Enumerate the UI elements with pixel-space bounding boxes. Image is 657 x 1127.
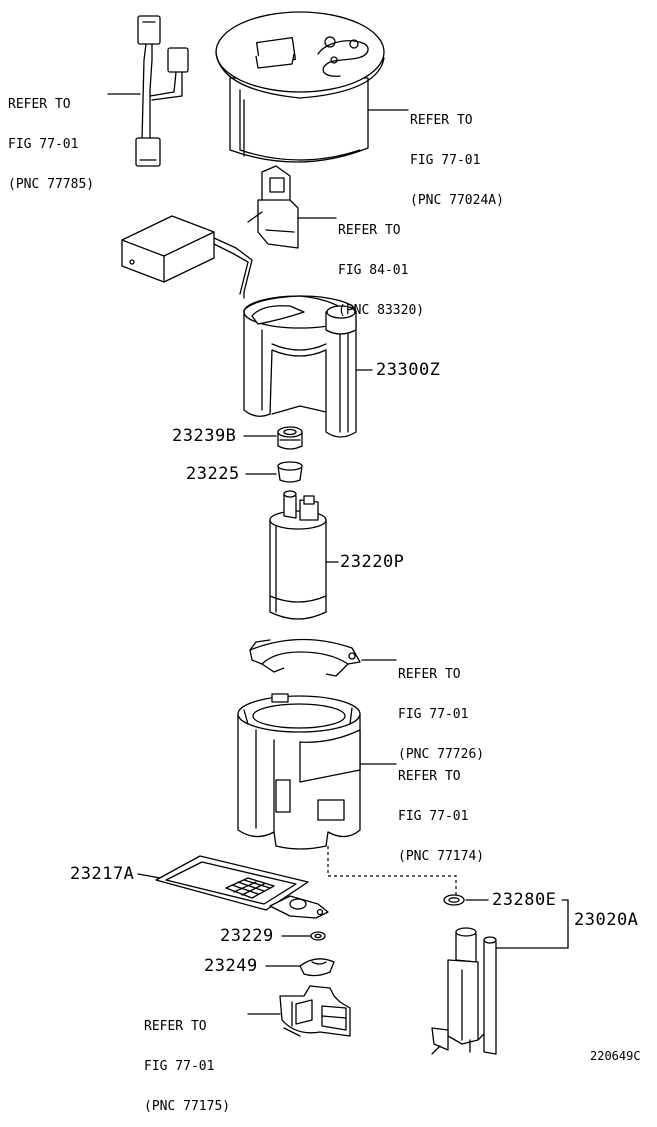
part-number-23300z: 23300Z [376, 360, 441, 380]
refer-line: (PNC 77726) [398, 747, 485, 762]
grommet-part [244, 427, 302, 449]
refer-note-retainer: REFER TO FIG 77-01 (PNC 77726) [398, 642, 484, 775]
fuel-pump-part [270, 491, 338, 619]
o-ring-23280e [444, 895, 488, 905]
refer-note-case: REFER TO FIG 77-01 (PNC 77174) [398, 744, 484, 877]
part-number-23217a: 23217A [70, 864, 135, 884]
wire-harness-part [108, 16, 188, 166]
refer-line: (PNC 77174) [398, 849, 485, 864]
refer-line: FIG 77-01 [398, 707, 469, 722]
sub-tank-part [244, 296, 372, 437]
pressure-regulator-part [432, 900, 568, 1054]
refer-line: FIG 84-01 [338, 263, 409, 278]
o-ring-23229 [282, 932, 325, 940]
part-number-23220p: 23220P [340, 552, 405, 572]
refer-line: REFER TO [398, 769, 461, 784]
part-number-23239b: 23239B [172, 426, 237, 446]
refer-line: FIG 77-01 [410, 153, 481, 168]
refer-note-gauge: REFER TO FIG 84-01 (PNC 83320) [338, 198, 424, 331]
refer-line: (PNC 77175) [144, 1099, 231, 1114]
part-number-23229: 23229 [220, 926, 274, 946]
cushion-part [246, 462, 302, 482]
bracket-part [248, 986, 350, 1036]
refer-note-bracket: REFER TO FIG 77-01 (PNC 77175) [144, 994, 230, 1127]
part-number-23280e: 23280E [492, 890, 557, 910]
fuel-filter-part [138, 856, 328, 918]
refer-line: REFER TO [144, 1019, 207, 1034]
refer-line: FIG 77-01 [144, 1059, 215, 1074]
refer-line: (PNC 77785) [8, 177, 95, 192]
part-number-23020a: 23020A [574, 910, 639, 930]
fuel-gauge-sender-part [122, 166, 336, 298]
diagram-drawing [0, 0, 657, 1069]
dashed-leader [328, 846, 456, 896]
refer-line: REFER TO [398, 667, 461, 682]
refer-note-harness: REFER TO FIG 77-01 (PNC 77785) [8, 72, 94, 205]
filter-mesh [226, 878, 274, 898]
retainer-ring-part [250, 639, 396, 676]
part-number-23225: 23225 [186, 464, 240, 484]
refer-line: REFER TO [410, 113, 473, 128]
refer-note-plate: REFER TO FIG 77-01 (PNC 77024A) [410, 88, 504, 221]
refer-line: FIG 77-01 [398, 809, 469, 824]
clip-part [266, 959, 334, 976]
refer-line: REFER TO [8, 97, 71, 112]
refer-line: FIG 77-01 [8, 137, 79, 152]
plate-lid-part [216, 12, 408, 162]
refer-line: (PNC 83320) [338, 303, 425, 318]
drawing-code: 220649C [590, 1049, 641, 1063]
refer-line: REFER TO [338, 223, 401, 238]
pump-case-part [238, 694, 396, 849]
refer-line: (PNC 77024A) [410, 193, 504, 208]
part-number-23249: 23249 [204, 956, 258, 976]
